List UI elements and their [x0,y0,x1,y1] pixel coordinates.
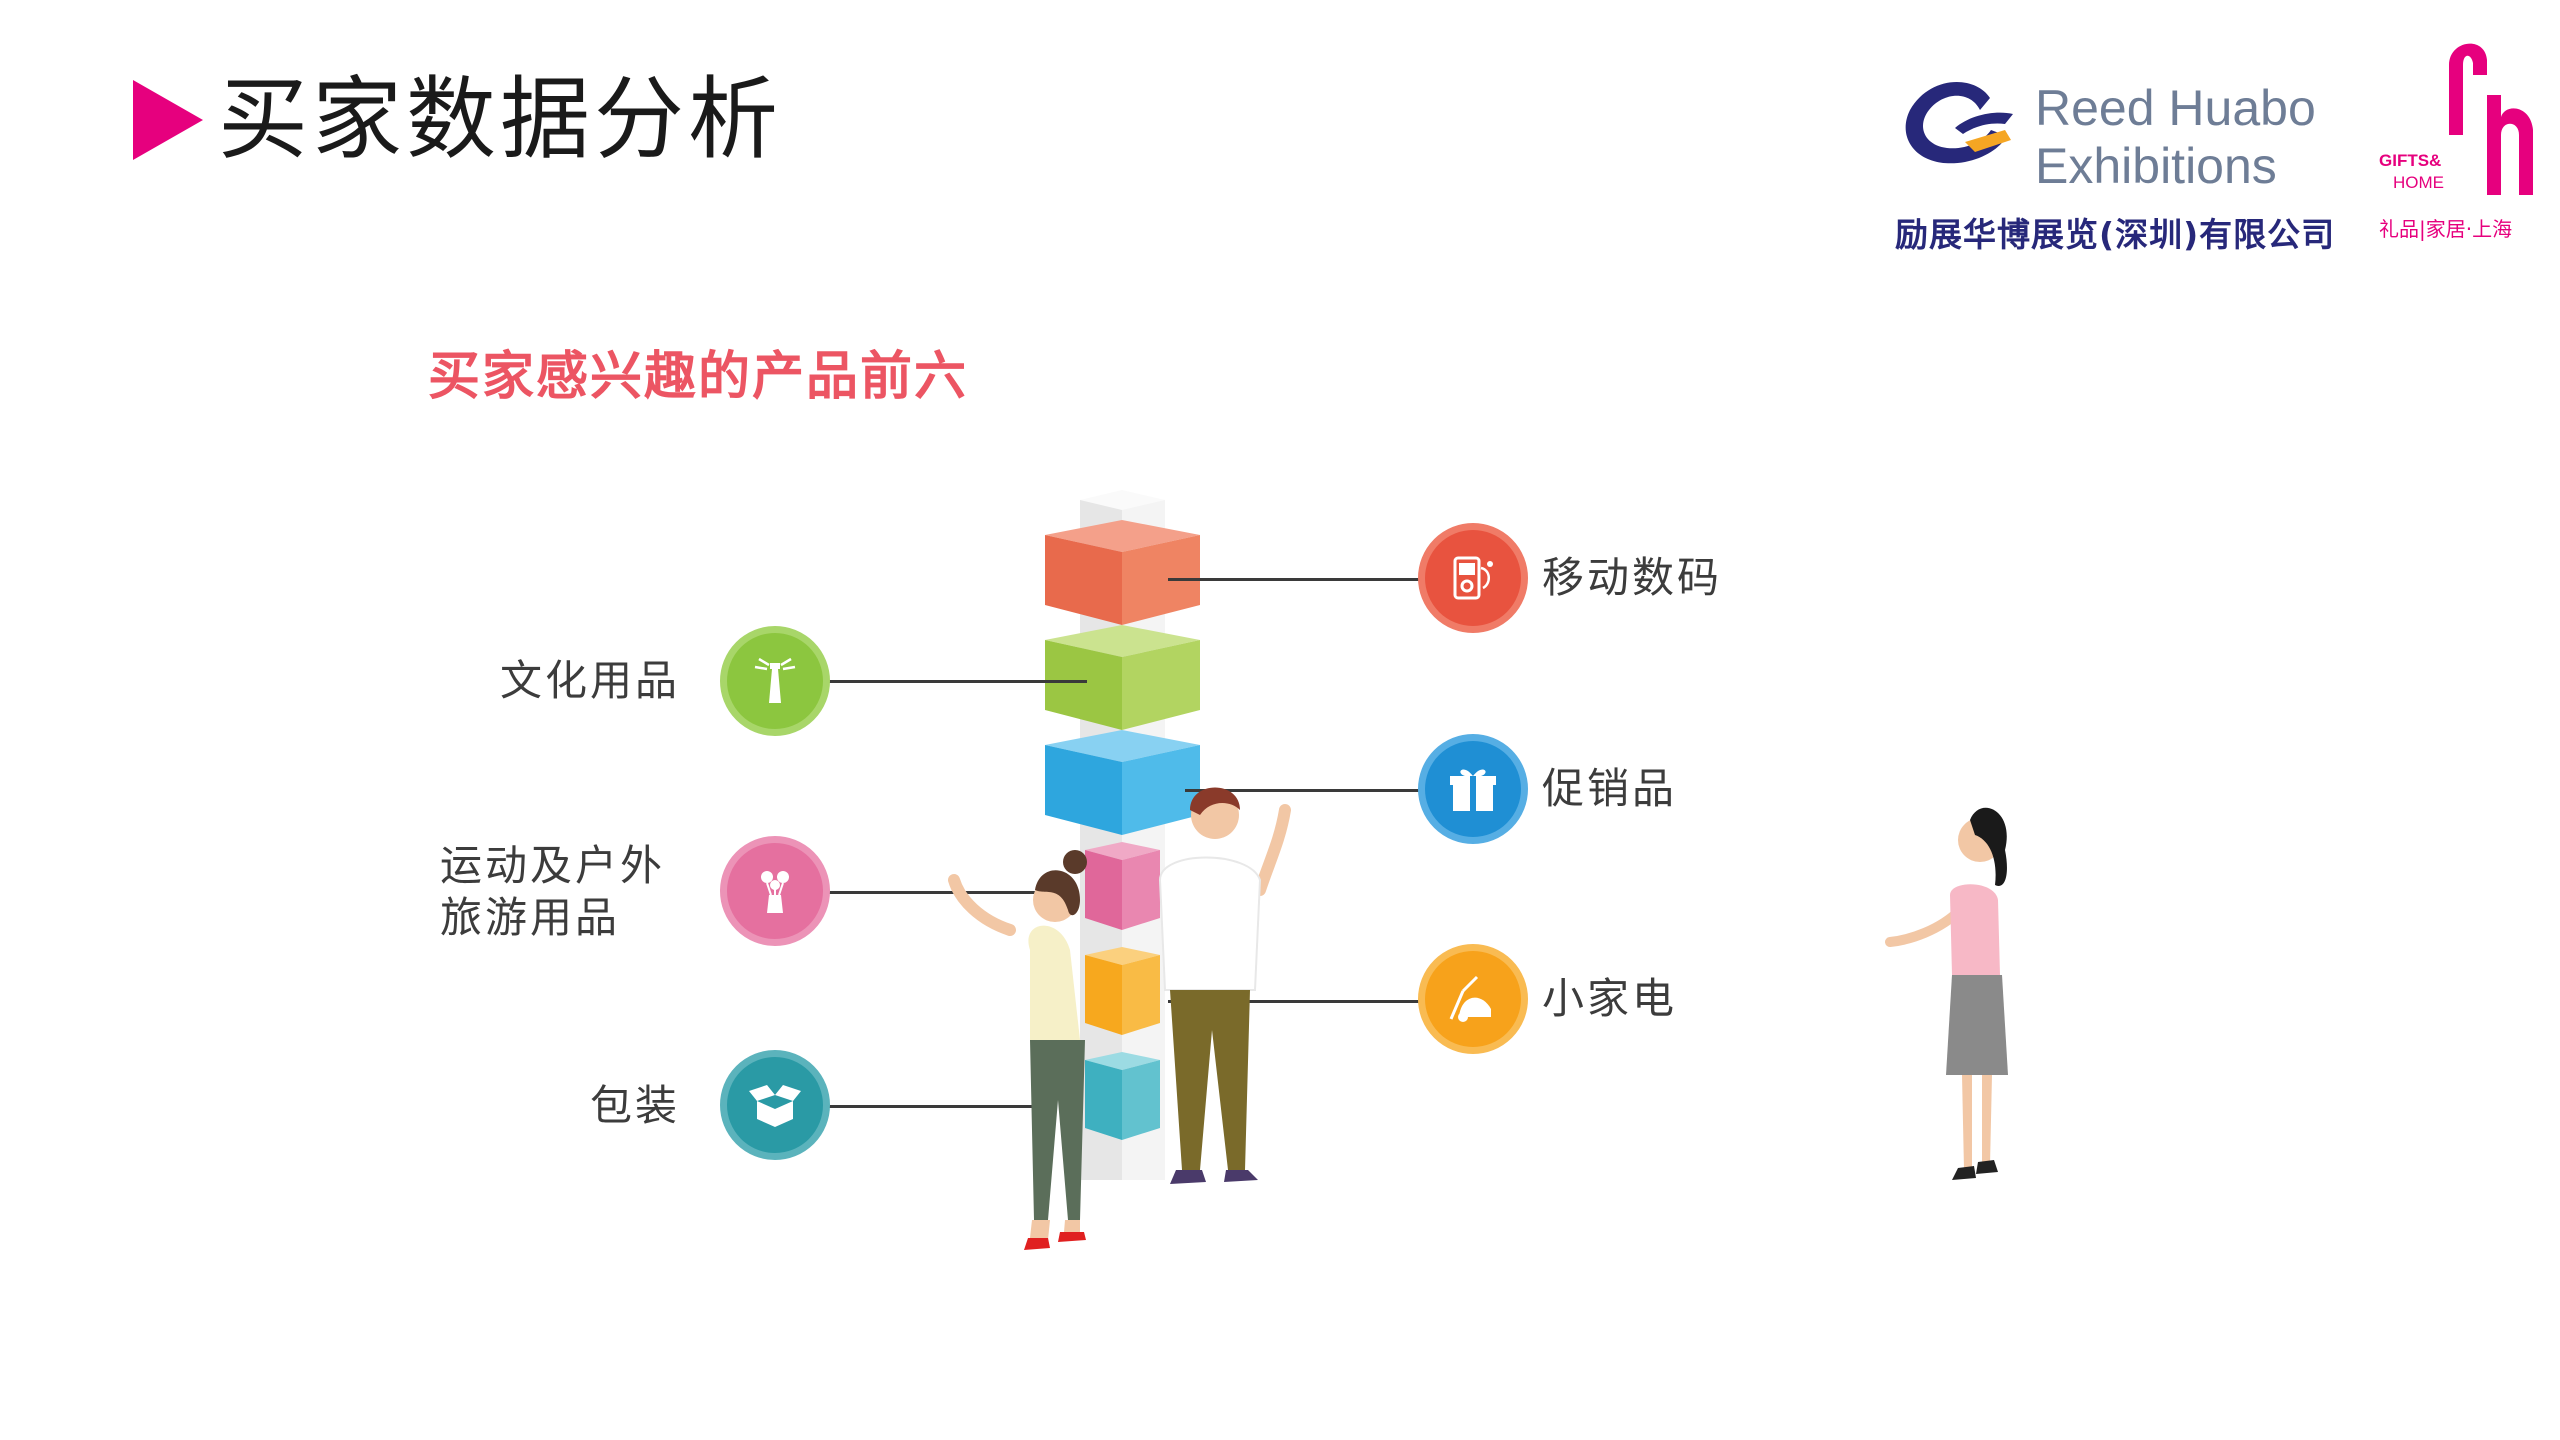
vacuum-cleaner-icon [1449,975,1491,1022]
man-figure [1158,787,1291,1184]
tower-block-sports [1085,842,1160,930]
leader-line-packaging [825,1105,1040,1108]
tower-block-mobile [1045,520,1200,625]
packaging-icon-circle [720,1050,830,1160]
label-mobile-digital: 移动数码 [1542,553,1723,602]
gift-icon [1450,769,1496,811]
woman-figure-left [948,850,1087,1250]
music-player-icon [1453,556,1493,600]
leader-line-appliance [1168,1000,1420,1003]
tower-block-packaging [1085,1052,1160,1140]
flower-vase-icon [761,871,789,913]
logo-line-2: Exhibitions [2035,138,2277,194]
label-small-appliance: 小家电 [1542,974,1678,1023]
promo-goods-icon-circle [1418,734,1528,844]
sports-outdoor-icon-circle [720,836,830,946]
small-appliance-icon-circle [1418,944,1528,1054]
stacked-block-tower [1045,490,1200,1180]
mobile-digital-icon-circle [1418,523,1528,633]
tower-block-promo [1045,730,1200,835]
tower-block-culture [1045,625,1200,730]
leader-line-culture [825,680,1087,683]
leader-line-sports [825,891,1040,894]
label-packaging: 包装 [589,1081,680,1130]
gh-line-1: GIFTS& [2379,151,2442,170]
label-culture-goods: 文化用品 [499,656,680,705]
reed-swoosh-icon [1905,82,2013,164]
lighthouse-icon [754,657,796,703]
logo-company-cn: 励展华博展览(深圳)有限公司 [1895,215,2336,254]
title-arrow-icon [133,80,203,160]
culture-goods-icon-circle [720,626,830,736]
page-title: 买家数据分析 [218,67,782,172]
gifts-home-gh-icon [2449,43,2533,195]
gh-line-2: HOME [2393,173,2444,192]
diagram-heading: 买家感兴趣的产品前六 [428,347,969,407]
leader-line-mobile [1168,578,1420,581]
gh-cn: 礼品|家居·上海 [2379,217,2513,241]
label-sports-outdoor-line-2: 旅游用品 [440,893,621,942]
woman-figure-right [1885,807,2008,1180]
leader-line-promo [1185,789,1420,792]
tower-block-appliance [1085,947,1160,1035]
logo-line-1: Reed Huabo [2035,80,2316,136]
label-sports-outdoor-line-1: 运动及户外 [440,841,666,890]
reed-huabo-logo: Reed Huabo Exhibitions 励展华博展览(深圳)有限公司 GI… [1895,25,2535,255]
label-promo-goods: 促销品 [1542,764,1678,813]
open-box-icon [749,1085,801,1127]
